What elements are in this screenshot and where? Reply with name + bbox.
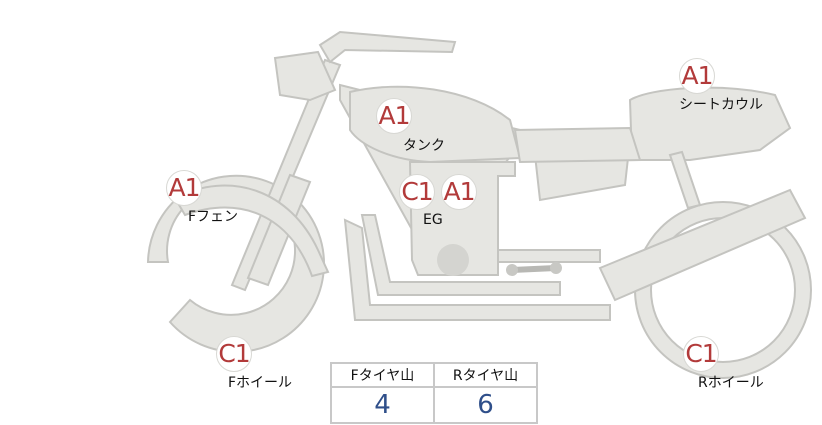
engine-label: EG	[423, 212, 443, 228]
swingarm	[598, 188, 807, 302]
front-fender-label: Fフェン	[188, 209, 239, 225]
headlight	[273, 50, 337, 102]
front-wheel-badge[interactable]: C1	[216, 336, 252, 372]
rear-tire-value: 6	[433, 386, 538, 424]
tank-badge[interactable]: A1	[376, 98, 412, 134]
engine-badge-c1[interactable]: C1	[399, 174, 435, 210]
handlebar	[318, 30, 457, 64]
rear-wheel-label: Rホイール	[698, 375, 764, 391]
rear-tire-header: Rタイヤ山	[433, 362, 538, 388]
tank-label: タンク	[403, 138, 445, 154]
tire-tread-table: Fタイヤ山 Rタイヤ山 4 6	[330, 362, 538, 424]
rear-wheel-badge[interactable]: C1	[683, 336, 719, 372]
engine	[408, 161, 516, 276]
seat-cowl	[628, 86, 792, 161]
front-wheel-label: Fホイール	[228, 375, 293, 391]
engine-badge-a1[interactable]: A1	[441, 174, 477, 210]
front-tire-value: 4	[330, 386, 435, 424]
exhaust	[343, 218, 611, 321]
seat-cowl-badge[interactable]: A1	[679, 58, 715, 94]
front-tire-header: Fタイヤ山	[330, 362, 435, 388]
front-fender-badge[interactable]: A1	[166, 170, 202, 206]
seat-cowl-label: シートカウル	[679, 97, 763, 113]
front-fender	[173, 184, 330, 278]
